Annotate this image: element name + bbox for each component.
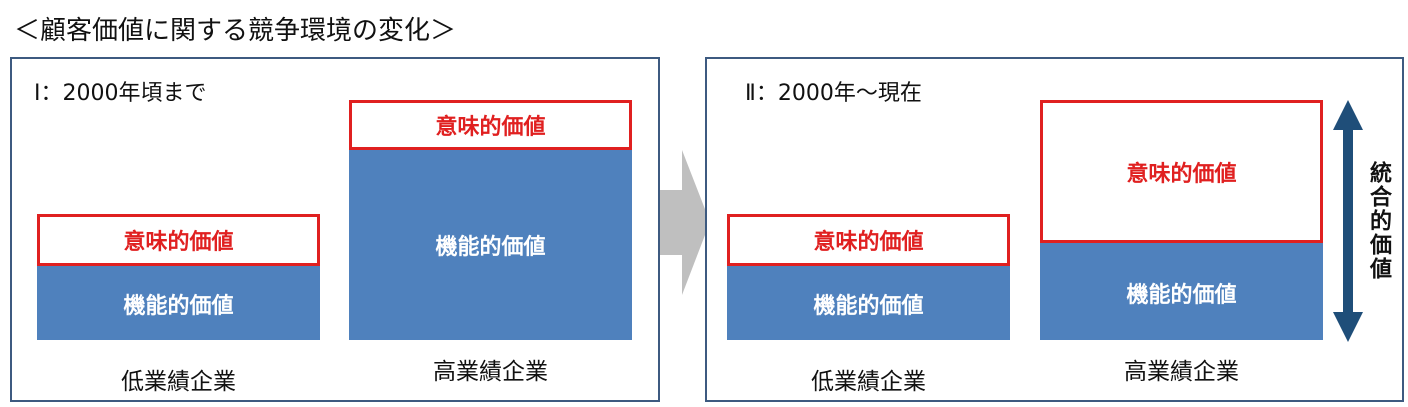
functional-value-bar-high: 機能的価値 bbox=[1040, 243, 1323, 340]
semantic-value-box-low: 意味的価値 bbox=[37, 214, 320, 266]
double-vertical-arrow-icon bbox=[1333, 100, 1363, 342]
panel-period-1: Ⅰ：2000年頃まで 意味的価値 機能的価値 低業績企業 意味的価値 機能的価値… bbox=[10, 57, 660, 402]
firm-label-low: 低業績企業 bbox=[811, 369, 926, 395]
semantic-value-box-high: 意味的価値 bbox=[349, 100, 632, 150]
firm-label-low: 低業績企業 bbox=[121, 369, 236, 395]
functional-value-label-low: 機能的価値 bbox=[813, 294, 924, 319]
functional-value-label-low: 機能的価値 bbox=[123, 294, 234, 319]
functional-value-bar-low: 機能的価値 bbox=[727, 266, 1010, 340]
panel-period-2: Ⅱ：2000年～現在 意味的価値 機能的価値 低業績企業 意味的価値 機能的価値… bbox=[705, 57, 1404, 402]
semantic-value-box-low: 意味的価値 bbox=[727, 214, 1010, 266]
firm-label-high: 高業績企業 bbox=[433, 359, 548, 385]
functional-value-bar-low: 機能的価値 bbox=[37, 266, 320, 340]
firm-label-high: 高業績企業 bbox=[1124, 359, 1239, 385]
functional-value-label-high: 機能的価値 bbox=[435, 235, 546, 260]
integrated-value-label: 統合的価値 bbox=[1366, 161, 1391, 281]
panel-label-1: Ⅰ：2000年頃まで bbox=[34, 81, 207, 106]
right-arrow-icon bbox=[660, 150, 710, 295]
functional-value-bar-high: 機能的価値 bbox=[349, 150, 632, 340]
panel-label-2: Ⅱ：2000年～現在 bbox=[745, 81, 922, 106]
diagram-title: ＜顧客価値に関する競争環境の変化＞ bbox=[14, 16, 457, 46]
functional-value-label-high: 機能的価値 bbox=[1126, 283, 1237, 308]
semantic-value-box-high: 意味的価値 bbox=[1040, 100, 1323, 243]
